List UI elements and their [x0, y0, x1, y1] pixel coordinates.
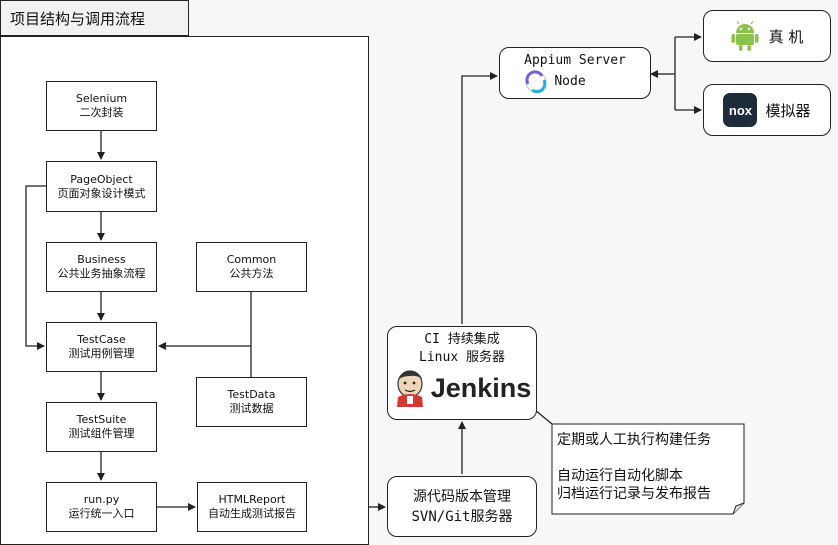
testcase-desc: 测试用例管理 [68, 347, 135, 360]
runpy-box: run.py 运行统一入口 [46, 482, 157, 532]
selenium-title: Selenium [75, 92, 128, 105]
htmlreport-title: HTMLReport [218, 493, 286, 506]
testsuite-box: TestSuite 测试组件管理 [46, 402, 157, 452]
common-box: Common 公共方法 [196, 242, 307, 292]
real-device-box: 真 机 [703, 10, 831, 62]
testdata-desc: 测试数据 [229, 402, 274, 415]
note-line-3: 归档运行记录与发布报告 [557, 486, 711, 502]
emulator-box: nox 模拟器 [703, 84, 831, 136]
runpy-desc: 运行统一入口 [68, 507, 135, 520]
testsuite-title: TestSuite [76, 413, 127, 426]
appium-icon [525, 70, 547, 94]
note-connector [534, 409, 553, 425]
note-spacer [557, 449, 743, 467]
arrow-common-testcase [158, 292, 252, 350]
appium-node-label: Node [554, 74, 586, 89]
common-title: Common [226, 253, 277, 266]
real-device-label: 真 机 [768, 27, 804, 46]
vcs-box: 源代码版本管理 SVN/Git服务器 [387, 476, 537, 537]
appium-title: Appium Server [524, 53, 626, 68]
business-box: Business 公共业务抽象流程 [46, 242, 157, 292]
testcase-title: TestCase [77, 333, 126, 346]
arrow-ci-appium [461, 72, 498, 324]
nox-logo-text: nox [728, 102, 753, 118]
pageobject-title: PageObject [70, 172, 133, 186]
jenkins-icon [396, 370, 423, 407]
appium-node-row: Node [524, 70, 586, 94]
testdata-box: TestData 测试数据 [196, 377, 307, 427]
testcase-box: TestCase 测试用例管理 [46, 322, 157, 372]
business-title: Business [77, 253, 126, 266]
android-icon [731, 21, 759, 51]
runpy-title: run.py [83, 493, 120, 506]
pageobject-desc: 页面对象设计模式 [57, 186, 146, 200]
jenkins-wordmark: Jenkins [430, 373, 532, 403]
arrow-pageobject-testcase [25, 185, 46, 350]
selenium-desc: 二次封装 [79, 106, 124, 119]
testdata-title: TestData [227, 388, 276, 401]
vcs-desc: SVN/Git服务器 [411, 508, 513, 525]
pageobject-box: PageObject 页面对象设计模式 [46, 161, 157, 212]
appium-box: Appium Server Node [499, 47, 651, 99]
ci-title: CI 持续集成 [424, 332, 500, 347]
note-line-2: 自动运行自动化脚本 [557, 468, 683, 484]
htmlreport-box: HTMLReport 自动生成测试报告 [197, 482, 307, 532]
testsuite-desc: 测试组件管理 [68, 427, 135, 440]
panel-title: 项目结构与调用流程 [0, 0, 189, 36]
business-desc: 公共业务抽象流程 [57, 267, 146, 280]
common-desc: 公共方法 [229, 267, 274, 280]
ci-desc: Linux 服务器 [419, 350, 505, 365]
selenium-box: Selenium 二次封装 [46, 81, 157, 131]
note-line-1: 定期或人工执行构建任务 [557, 432, 711, 448]
htmlreport-desc: 自动生成测试报告 [208, 507, 296, 520]
emulator-label: 模拟器 [765, 101, 811, 120]
vcs-title: 源代码版本管理 [413, 488, 511, 505]
ci-box: CI 持续集成 Linux 服务器 Jenkins [387, 326, 537, 420]
nox-icon: nox [723, 93, 758, 127]
jenkins-logo: Jenkins [393, 369, 532, 407]
note-text: 定期或人工执行构建任务 自动运行自动化脚本 归档运行记录与发布报告 [557, 431, 743, 503]
